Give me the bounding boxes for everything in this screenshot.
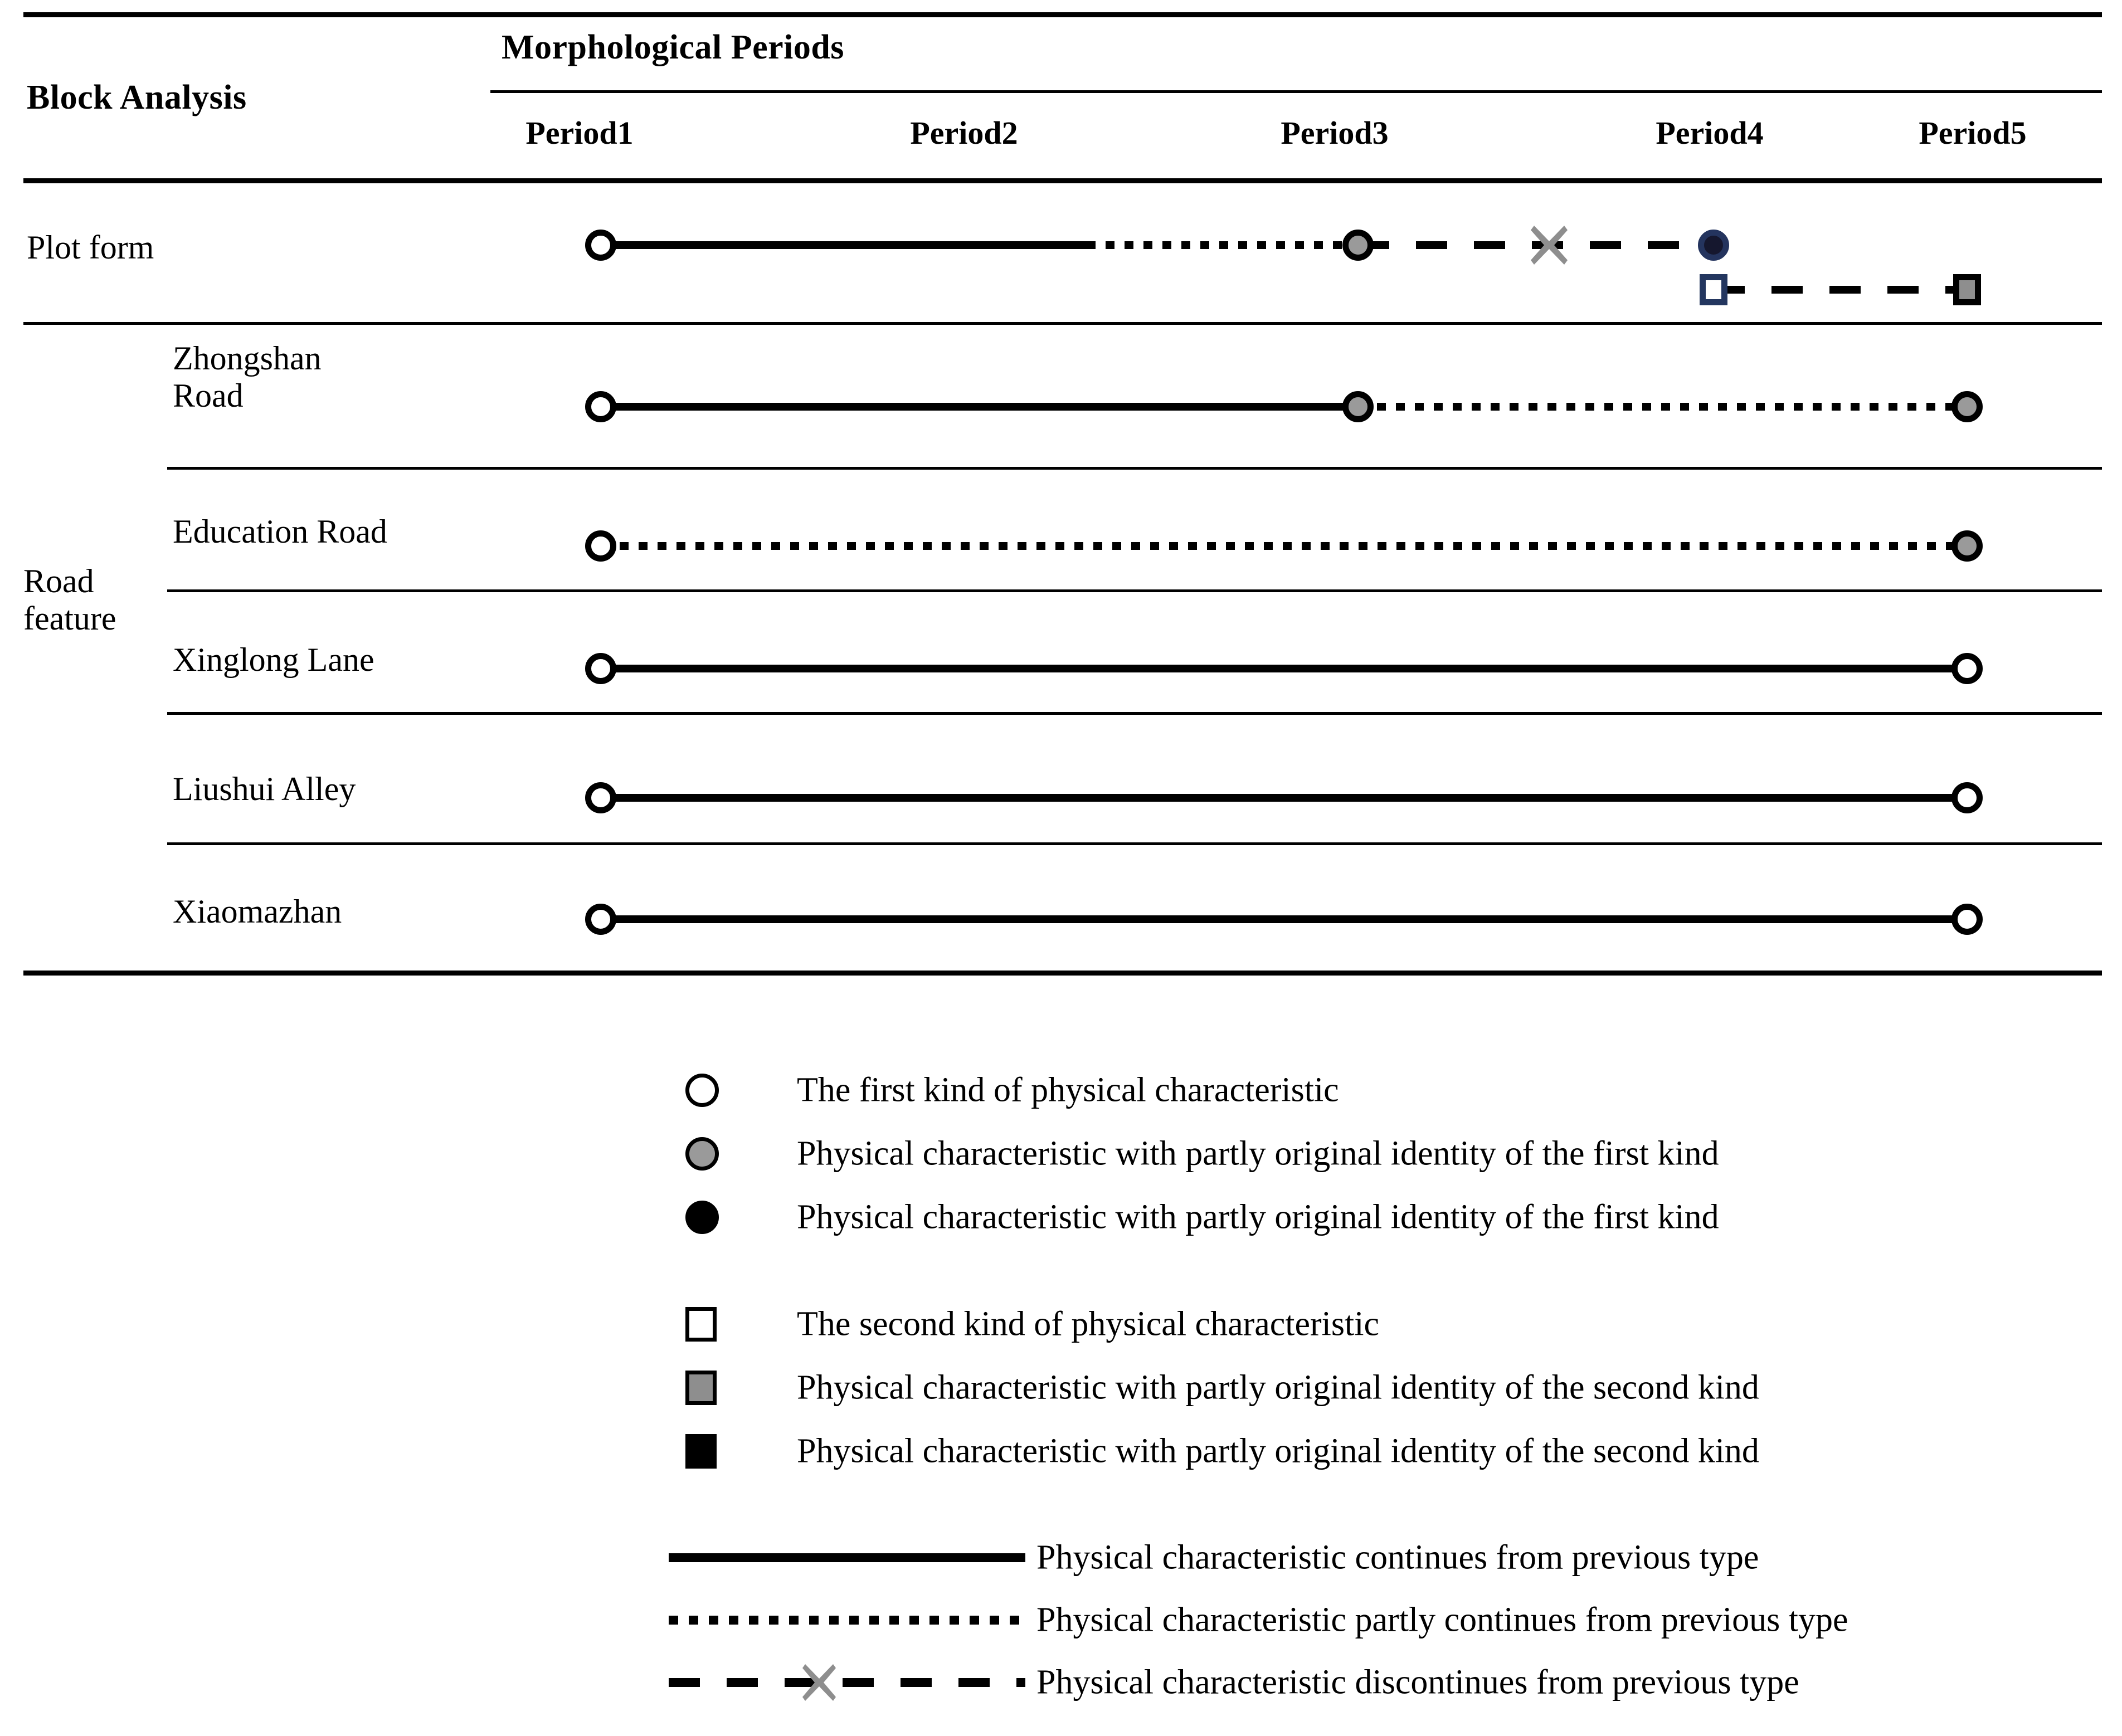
- row-label-plot-form: Plot form: [27, 229, 154, 266]
- column-header-period4: Period4: [1656, 115, 1764, 151]
- plot-form-marker-period1-open-circle: [585, 230, 616, 261]
- header-block-analysis: Block Analysis: [27, 79, 247, 116]
- discontinuity-x-icon: [802, 1664, 836, 1701]
- legend-label-open-square: The second kind of physical characterist…: [797, 1305, 1379, 1343]
- plot-form-segment-dotted: [1087, 241, 1358, 249]
- road-feature-line1: Road: [23, 563, 94, 599]
- legend-label-black-circle: Physical characteristic with partly orig…: [797, 1198, 1719, 1236]
- zhongshan-bottom-rule: [167, 467, 2102, 470]
- plot-form-segment-dashed: [1358, 241, 1714, 249]
- zhongshan-marker-period5-gray-circle: [1951, 391, 1983, 422]
- liushui-marker-period1-open-circle: [585, 782, 616, 813]
- xiaomazhan-segment-solid: [601, 915, 1967, 923]
- black-square-icon: [685, 1434, 717, 1469]
- legend-label-line-dotted: Physical characteristic partly continues…: [1036, 1601, 1848, 1639]
- open-circle-icon: [685, 1074, 719, 1107]
- plot-form-marker-period4-navy-circle: [1698, 230, 1729, 261]
- column-header-period3: Period3: [1281, 115, 1389, 151]
- xinglong-segment-solid: [601, 665, 1967, 672]
- legend-label-gray-circle: Physical characteristic with partly orig…: [797, 1134, 1719, 1173]
- legend-label-black-square: Physical characteristic with partly orig…: [797, 1432, 1759, 1470]
- education-marker-period1-open-circle: [585, 530, 616, 562]
- column-header-period1: Period1: [525, 115, 634, 151]
- row-label-liushui-alley: Liushui Alley: [173, 771, 356, 807]
- zhongshan-marker-period1-open-circle: [585, 391, 616, 422]
- road-feature-line2: feature: [23, 600, 116, 637]
- xinglong-bottom-rule: [167, 712, 2102, 715]
- plot-form-secondary-segment-dashed: [1714, 286, 1967, 294]
- liushui-segment-solid: [601, 794, 1967, 802]
- zhongshan-segment-dotted: [1358, 403, 1967, 411]
- row-label-xiaomazhan: Xiaomazhan: [173, 893, 342, 930]
- zhongshan-line2: Road: [173, 377, 244, 415]
- column-header-period5: Period5: [1919, 115, 2027, 151]
- xinglong-marker-period5-open-circle: [1951, 653, 1983, 684]
- plot-form-marker-period5-gray-square: [1953, 274, 1981, 305]
- zhongshan-line1: Zhongshan: [173, 340, 322, 377]
- xinglong-marker-period1-open-circle: [585, 653, 616, 684]
- black-circle-icon: [685, 1201, 719, 1234]
- education-segment-dotted: [601, 542, 1967, 550]
- row-group-label-road-feature: Road feature: [23, 563, 116, 637]
- table-top-rule: [23, 12, 2102, 17]
- block-analysis-table: Block Analysis Morphological Periods Per…: [23, 12, 2102, 976]
- plot-form-segment-solid: [601, 241, 1087, 249]
- plot-form-marker-period4-open-square: [1700, 274, 1727, 305]
- education-bottom-rule: [167, 589, 2102, 592]
- legend-label-line-solid: Physical characteristic continues from p…: [1036, 1538, 1759, 1577]
- liushui-bottom-rule: [167, 842, 2102, 845]
- plot-form-marker-period3-gray-circle: [1342, 230, 1374, 261]
- xiaomazhan-marker-period1-open-circle: [585, 904, 616, 935]
- dashed-line-icon: [669, 1678, 1025, 1687]
- education-marker-period5-gray-circle: [1951, 530, 1983, 562]
- row-label-education-road: Education Road: [173, 513, 387, 550]
- morphological-periods-underline: [490, 90, 2102, 93]
- zhongshan-segment-solid: [601, 403, 1358, 411]
- header-morphological-periods: Morphological Periods: [502, 28, 844, 66]
- gray-square-icon: [685, 1371, 717, 1405]
- legend-label-line-dashed: Physical characteristic discontinues fro…: [1036, 1663, 1799, 1701]
- row-label-xinglong-lane: Xinglong Lane: [173, 641, 374, 678]
- xiaomazhan-marker-period5-open-circle: [1951, 904, 1983, 935]
- gray-circle-icon: [685, 1137, 719, 1171]
- row-label-zhongshan-road: Zhongshan Road: [173, 340, 322, 415]
- zhongshan-marker-period3-gray-circle: [1342, 391, 1374, 422]
- legend-label-open-circle: The first kind of physical characteristi…: [797, 1071, 1339, 1109]
- legend-label-gray-square: Physical characteristic with partly orig…: [797, 1368, 1759, 1407]
- dotted-line-icon: [669, 1616, 1025, 1625]
- plot-form-bottom-rule: [23, 322, 2102, 325]
- column-header-period2: Period2: [910, 115, 1018, 151]
- solid-line-icon: [669, 1553, 1025, 1562]
- table-bottom-rule: [23, 971, 2102, 976]
- header-bottom-rule: [23, 178, 2102, 183]
- open-square-icon: [685, 1307, 717, 1342]
- plot-form-discontinuity-x-icon: [1531, 226, 1568, 265]
- liushui-marker-period5-open-circle: [1951, 782, 1983, 813]
